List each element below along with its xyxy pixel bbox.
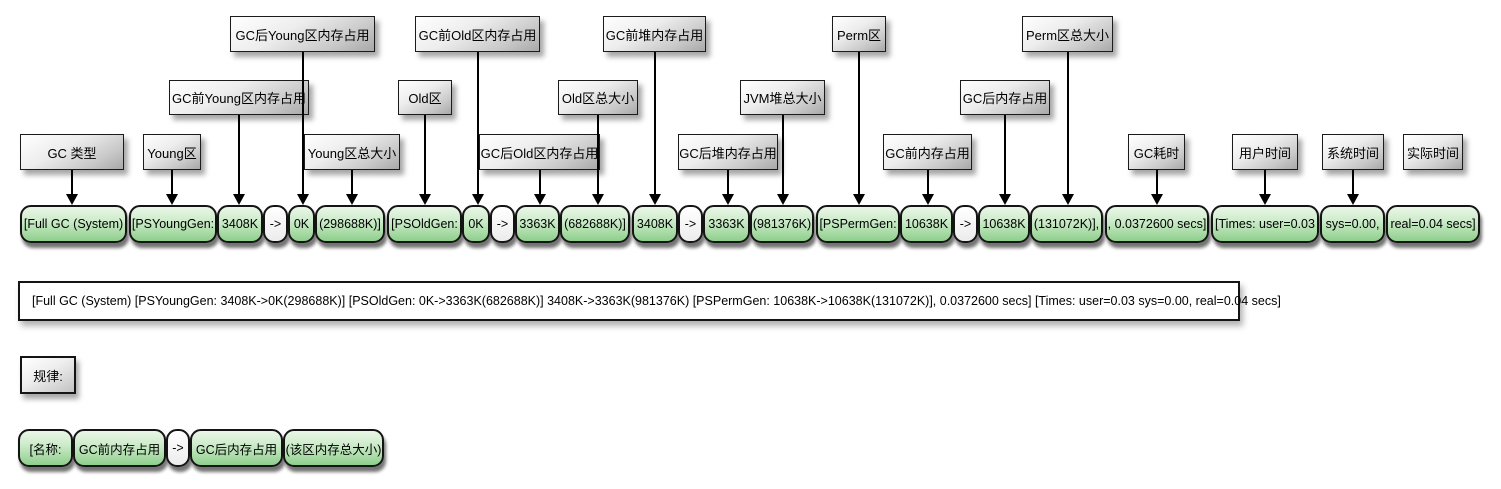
label-gc-after-young: GC后Young区内存占用 — [230, 16, 375, 52]
label-young-total: Young区总大小 — [304, 134, 400, 170]
arrow-line-sys-time — [1352, 170, 1354, 195]
log-segment: (981376K) — [750, 205, 814, 243]
log-segment: , 0.0372600 secs] — [1105, 205, 1209, 243]
label-gc-before-young: GC前Young区内存占用 — [169, 80, 309, 115]
arrow-down-icon-sys-time — [1347, 194, 1359, 205]
arrow-down-icon-jvm-heap-total — [776, 194, 789, 205]
log-segment: 3408K — [217, 205, 263, 243]
arrow-down-icon-gc-after-heap — [722, 194, 734, 205]
arrow-line-old-total — [597, 115, 599, 195]
log-segment: -> — [263, 205, 288, 243]
label-sys-time: 系统时间 — [1322, 134, 1384, 170]
legend-segment: [名称: — [18, 429, 73, 467]
arrow-line-gc-before-mem — [926, 170, 929, 195]
label-perm-total: Perm区总大小 — [1022, 16, 1113, 52]
arrow-down-icon-gc-time — [1150, 194, 1163, 205]
legend-segment: -> — [166, 429, 190, 467]
legend-segment: GC后内存占用 — [190, 429, 283, 467]
label-gc-before-old: GC前Old区内存占用 — [415, 16, 540, 52]
label-perm-gen: Perm区 — [832, 16, 886, 52]
arrow-down-icon-old-total — [592, 194, 604, 205]
label-old-gen: Old区 — [398, 80, 452, 115]
log-segment: 3363K — [515, 205, 560, 243]
arrow-down-icon-perm-total — [1061, 194, 1074, 205]
arrow-line-gc-time — [1155, 170, 1158, 195]
arrow-line-perm-gen — [858, 52, 860, 195]
log-segment: sys=0.00, — [1320, 205, 1385, 243]
arrow-down-icon-gc-before-heap — [648, 194, 661, 205]
arrow-line-gc-after-heap — [727, 170, 729, 195]
label-young-gen: Young区 — [143, 134, 201, 170]
arrow-line-gc-before-old — [476, 52, 479, 195]
log-segment: [PSOldGen: — [387, 205, 462, 243]
log-segment: 3363K — [703, 205, 750, 243]
log-segment: 3408K — [632, 205, 678, 243]
arrow-down-icon-gc-before-mem — [921, 194, 934, 205]
log-segment: (682688K)] — [560, 205, 630, 243]
legend-segment: GC前内存占用 — [73, 429, 166, 467]
arrow-line-jvm-heap-total — [781, 115, 784, 195]
log-segment: [PSPermGen: — [816, 205, 900, 243]
label-user-time: 用户时间 — [1232, 134, 1298, 170]
label-gc-after-heap: GC后堆内存占用 — [678, 134, 778, 170]
legend-segment: (该区内存总大小) — [283, 429, 384, 467]
label-gc-after-old: GC后Old区内存占用 — [479, 134, 600, 170]
log-segment: -> — [953, 205, 978, 243]
arrow-line-gc-type — [71, 170, 73, 195]
log-segment: 0K — [288, 205, 315, 243]
arrow-down-icon-perm-gen — [853, 194, 865, 205]
arrow-down-icon-old-gen — [419, 194, 431, 205]
label-gc-after-mem: GC后内存占用 — [960, 80, 1050, 115]
arrow-down-icon-user-time — [1259, 194, 1271, 205]
log-segment: -> — [490, 205, 515, 243]
log-segment: [PSYoungGen: — [129, 205, 217, 243]
log-segment: (131072K)], — [1030, 205, 1103, 243]
label-jvm-heap-total: JVM堆总大小 — [740, 80, 825, 115]
arrow-down-icon-gc-after-mem — [999, 194, 1011, 205]
label-gc-time: GC耗时 — [1128, 134, 1185, 170]
label-gc-before-heap: GC前堆内存占用 — [603, 16, 706, 52]
log-segment: 0K — [462, 205, 490, 243]
arrow-down-icon-gc-after-old — [533, 194, 546, 205]
arrow-down-icon-young-gen — [166, 194, 178, 205]
arrow-line-gc-before-young — [238, 115, 240, 195]
log-segment: 10638K — [900, 205, 953, 243]
arrow-down-icon-gc-before-old — [471, 194, 484, 205]
arrow-line-young-gen — [171, 170, 173, 195]
label-gc-type: GC 类型 — [20, 134, 124, 170]
arrow-line-old-gen — [424, 115, 426, 195]
log-segment: -> — [678, 205, 703, 243]
arrow-down-icon-gc-type — [66, 194, 78, 205]
label-gc-before-mem: GC前内存占用 — [883, 134, 972, 170]
log-segment: [Times: user=0.03 — [1211, 205, 1319, 243]
log-segment: real=0.04 secs] — [1386, 205, 1480, 243]
arrow-line-gc-before-heap — [653, 52, 656, 195]
rule-label: 规律: — [20, 356, 76, 394]
arrow-down-icon-gc-before-young — [233, 194, 245, 205]
arrow-line-user-time — [1264, 170, 1266, 195]
arrow-down-icon-gc-after-young — [296, 194, 309, 205]
log-segment: (298688K)] — [315, 205, 385, 243]
arrow-line-gc-after-old — [538, 170, 541, 195]
arrow-line-young-total — [351, 170, 353, 195]
log-segment: 10638K — [978, 205, 1030, 243]
full-gc-log-line: [Full GC (System) [PSYoungGen: 3408K->0K… — [18, 281, 1281, 321]
arrow-line-gc-after-mem — [1004, 115, 1006, 195]
arrow-line-perm-total — [1066, 52, 1069, 195]
arrow-down-icon-young-total — [346, 194, 358, 205]
log-segment: [Full GC (System) — [20, 205, 127, 243]
label-real-time: 实际时间 — [1403, 134, 1463, 170]
label-old-total: Old区总大小 — [558, 80, 638, 115]
arrow-line-gc-after-young — [301, 52, 304, 195]
